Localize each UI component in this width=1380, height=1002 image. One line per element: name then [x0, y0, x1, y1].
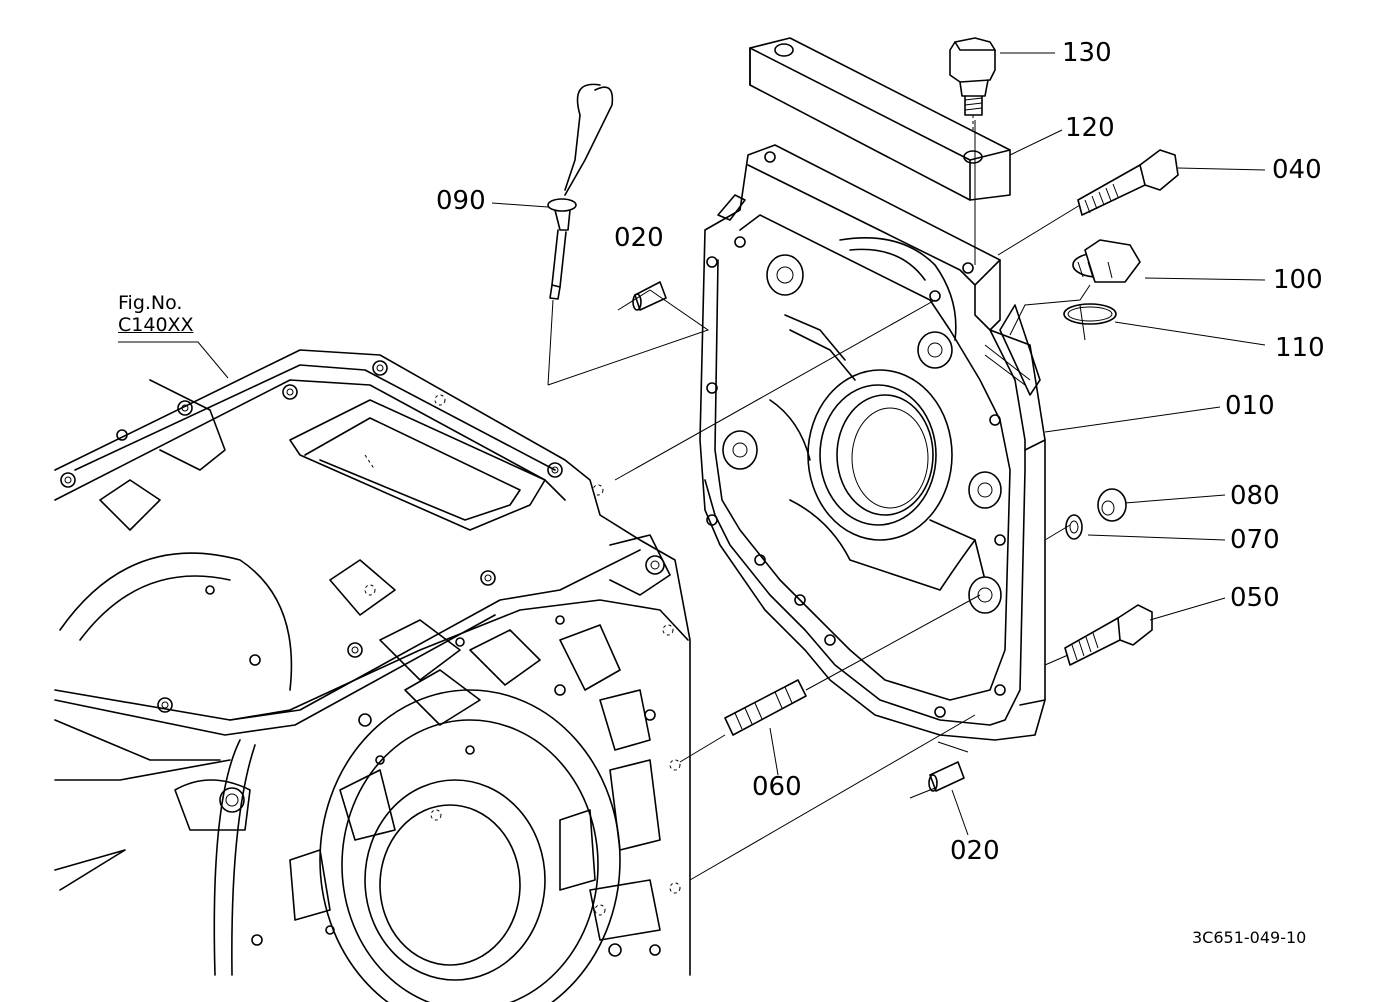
callout-040: 040 [1272, 155, 1322, 185]
callout-060: 060 [752, 772, 802, 802]
drawing-number: 3C651-049-10 [1192, 928, 1307, 947]
o-ring-drawing [1063, 303, 1117, 325]
callout-130: 130 [1062, 38, 1112, 68]
dipstick-drawing [547, 83, 614, 300]
pin-020-upper-drawing [632, 281, 667, 311]
breather-cap-drawing [1072, 239, 1141, 283]
bolt-050-drawing [1064, 604, 1153, 666]
callout-110: 110 [1275, 333, 1325, 363]
washer-drawing [1065, 514, 1083, 540]
figure-caption: Fig.No. [118, 292, 183, 314]
callout-090: 090 [436, 186, 486, 216]
bolt-040-drawing [1077, 149, 1179, 216]
plug-drawing [949, 37, 996, 130]
stud-060-drawing [724, 679, 807, 736]
mid-case-cover-drawing [699, 144, 1046, 741]
callout-120: 120 [1065, 113, 1115, 143]
callout-100: 100 [1273, 265, 1323, 295]
callout-080: 080 [1230, 481, 1280, 511]
callout-070: 070 [1230, 525, 1280, 555]
callout-020-upper: 020 [614, 223, 664, 253]
leader-lines [118, 52, 1266, 881]
pin-020-lower-drawing [928, 761, 965, 792]
callout-050: 050 [1230, 583, 1280, 613]
transmission-case-drawing [54, 349, 691, 1002]
plate-bracket-drawing [749, 37, 1011, 201]
nut-drawing [1097, 488, 1127, 522]
callout-020-lower: 020 [950, 836, 1000, 866]
callout-010: 010 [1225, 391, 1275, 421]
figure-code: C140XX [118, 313, 194, 336]
figure-reference: Fig.No. C140XX [118, 292, 194, 337]
